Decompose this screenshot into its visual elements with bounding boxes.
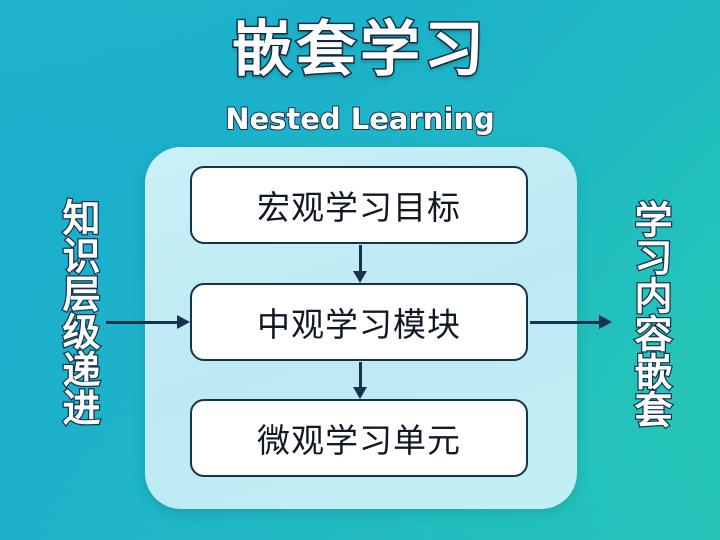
level-label: 中观学习模块: [257, 305, 461, 344]
level-label: 宏观学习目标: [257, 188, 461, 227]
level-box-meso: 中观学习模块: [190, 283, 528, 361]
page-subtitle: Nested Learning: [224, 101, 496, 137]
page-title: 嵌套学习: [231, 14, 488, 87]
arrow-down-icon: [353, 387, 367, 399]
level-box-macro: 宏观学习目标: [190, 166, 528, 244]
arrow-down-icon: [353, 271, 367, 283]
level-label: 微观学习单元: [257, 421, 461, 460]
arrow-line-macro-to-meso: [359, 245, 362, 272]
arrow-line-left-in: [106, 321, 178, 324]
side-label-left: 知识层级递进: [55, 197, 102, 428]
level-box-micro: 微观学习单元: [190, 399, 528, 477]
arrow-line-right-out: [530, 321, 600, 324]
arrow-line-meso-to-micro: [359, 362, 362, 388]
side-label-right: 学习内容嵌套: [627, 199, 674, 430]
arrow-right-icon: [599, 315, 612, 329]
arrow-right-icon: [177, 315, 190, 329]
